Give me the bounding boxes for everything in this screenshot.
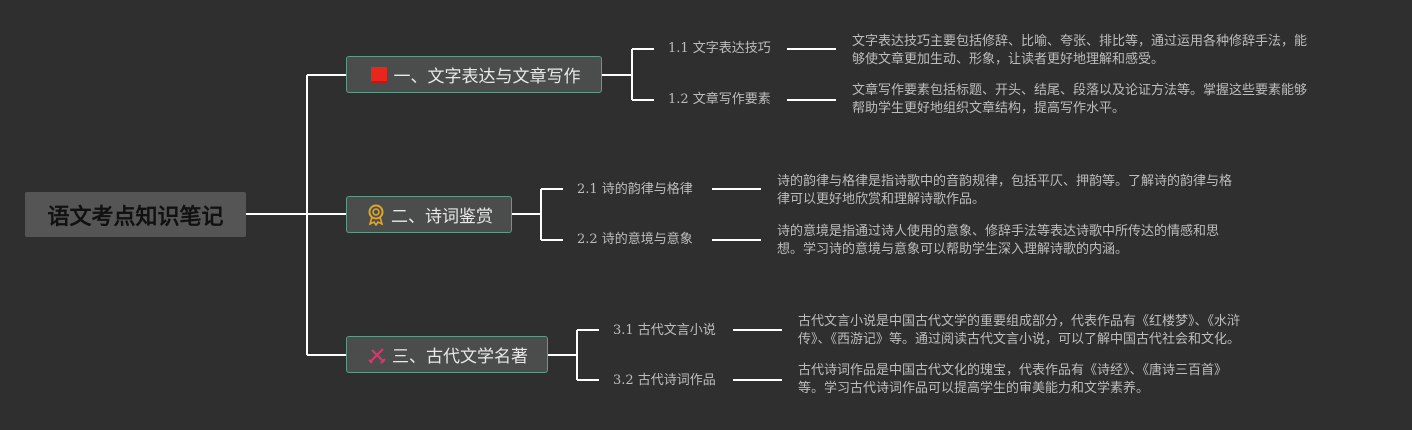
description-text: 古代诗词作品是中国古代文化的瑰宝，代表作品有《诗经》、《唐诗三百首》 等。学习古… — [798, 362, 1227, 398]
sub-topic-label: 3.1 古代文言小说 — [613, 323, 716, 338]
description-line: 诗的意境是指通过诗人使用的意象、修辞手法等表达诗歌中所传达的情感和思 — [777, 224, 1220, 239]
sub-topic-node[interactable]: 1.2 文章写作要素 — [668, 91, 771, 109]
sub-topic-node[interactable]: 1.1 文字表达技巧 — [668, 40, 771, 58]
sub-topic-node[interactable]: 2.2 诗的意境与意象 — [577, 231, 693, 249]
sub-topic-label: 1.2 文章写作要素 — [668, 92, 771, 107]
branch-node-classics[interactable]: 三、古代文学名著 — [346, 336, 548, 373]
description-line: 古代文言小说是中国古代文学的重要组成部分，代表作品有《红楼梦》、《水浒 — [798, 314, 1241, 329]
root-label: 语文考点知识笔记 — [47, 204, 224, 230]
description-line: 文章写作要素包括标题、开头、结尾、段落以及论证方法等。掌握这些要素能够 — [852, 83, 1308, 98]
branch-node-writing[interactable]: 一、文字表达与文章写作 — [346, 56, 602, 93]
description-text: 诗的意境是指通过诗人使用的意象、修辞手法等表达诗歌中所传达的情感和思 想。学习诗… — [777, 223, 1219, 259]
description-line: 够使文章更加生动、形象，让读者更好地理解和感受。 — [852, 52, 1165, 67]
branch-label: 二、诗词鉴赏 — [391, 207, 493, 227]
sub-topic-label: 2.1 诗的韵律与格律 — [577, 182, 693, 197]
root-node[interactable]: 语文考点知识笔记 — [25, 192, 246, 237]
description-line: 文字表达技巧主要包括修辞、比喻、夸张、排比等，通过运用各种修辞手法，能 — [852, 34, 1308, 49]
sub-topic-node[interactable]: 3.2 古代诗词作品 — [613, 372, 716, 390]
description-line: 律可以更好地欣赏和理解诗歌作品。 — [777, 192, 986, 207]
description-line: 古代诗词作品是中国古代文化的瑰宝，代表作品有《诗经》、《唐诗三百首》 — [798, 363, 1228, 378]
connector-b2-fork — [512, 188, 563, 241]
sub-topic-node[interactable]: 3.1 古代文言小说 — [613, 322, 716, 340]
sub-topic-node[interactable]: 2.1 诗的韵律与格律 — [577, 181, 693, 199]
sub-topic-label: 3.2 古代诗词作品 — [613, 373, 716, 388]
connector-b1-fork — [602, 48, 654, 101]
description-line: 传》、《西游记》等。通过阅读古代文言小说，可以了解中国古代社会和文化。 — [798, 332, 1241, 347]
award-medal-icon — [365, 204, 387, 226]
description-text: 诗的韵律与格律是指诗歌中的音韵规律，包括平仄、押韵等。了解诗的韵律与格 律可以更… — [777, 173, 1232, 209]
description-line: 想。学习诗的意境与意象可以帮助学生深入理解诗歌的内涵。 — [777, 242, 1129, 257]
description-line: 等。学习古代诗词作品可以提高学生的审美能力和文学素养。 — [798, 381, 1150, 396]
branch-label: 三、古代文学名著 — [392, 347, 528, 367]
description-line: 诗的韵律与格律是指诗歌中的音韵规律，包括平仄、押韵等。了解诗的韵律与格 — [777, 174, 1233, 189]
sub-topic-label: 2.2 诗的意境与意象 — [577, 232, 693, 247]
description-text: 文字表达技巧主要包括修辞、比喻、夸张、排比等，通过运用各种修辞手法，能 够使文章… — [852, 33, 1307, 69]
connector-b3-fork — [548, 329, 599, 381]
branch-label: 一、文字表达与文章写作 — [393, 67, 581, 87]
description-line: 帮助学生更好地组织文章结构，提高写作水平。 — [852, 101, 1126, 116]
crossed-swords-icon — [366, 344, 388, 366]
branch-node-poetry[interactable]: 二、诗词鉴赏 — [346, 196, 512, 233]
description-text: 文章写作要素包括标题、开头、结尾、段落以及论证方法等。掌握这些要素能够 帮助学生… — [852, 82, 1307, 118]
red-flag-icon — [368, 64, 390, 86]
description-text: 古代文言小说是中国古代文学的重要组成部分，代表作品有《红楼梦》、《水浒 传》、《… — [798, 313, 1240, 349]
sub-topic-label: 1.1 文字表达技巧 — [668, 41, 771, 56]
